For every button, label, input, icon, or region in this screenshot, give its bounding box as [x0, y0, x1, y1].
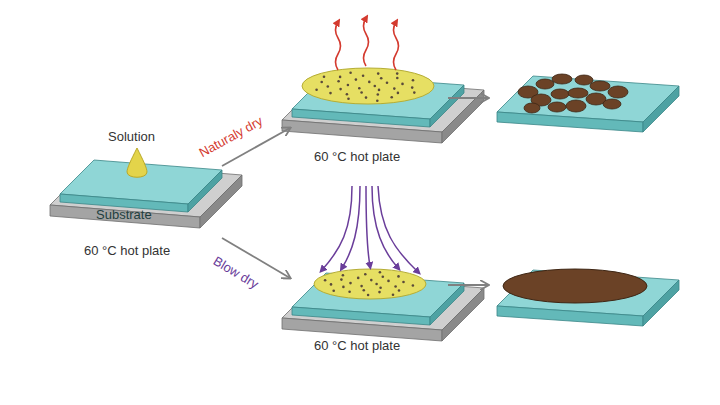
blow-dry-label: Blow dry [211, 254, 261, 292]
slab [497, 76, 679, 132]
hot-plate-label: 60 °C hot plate [314, 150, 400, 164]
hot-plate-label: 60 °C hot plate [314, 339, 400, 353]
natural-dry-label: Naturaly dry [197, 114, 265, 160]
substrate-label: Substrate [96, 208, 152, 222]
hot-plate-label: 60 °C hot plate [84, 244, 170, 258]
slab [497, 270, 679, 326]
solution-label: Solution [108, 130, 155, 144]
